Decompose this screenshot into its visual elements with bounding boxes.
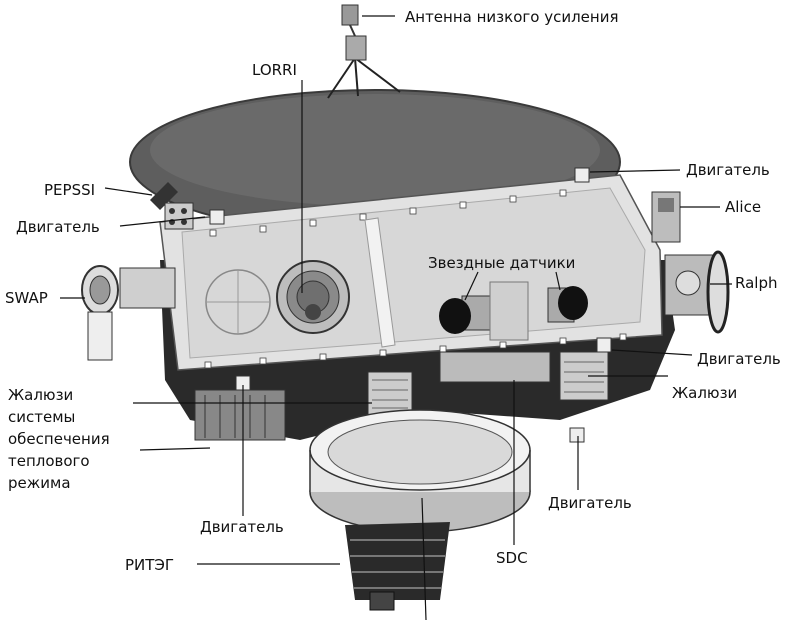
lorri-telescope bbox=[276, 260, 350, 334]
label-lorri: LORRI bbox=[252, 61, 297, 79]
label-rtg: РИТЭГ bbox=[125, 556, 174, 574]
label-swap: SWAP bbox=[5, 289, 48, 307]
leader-lines bbox=[60, 15, 732, 621]
thrusters bbox=[209, 167, 612, 443]
rtg-adapter-ring bbox=[309, 409, 531, 533]
label-sdc: SDC bbox=[496, 549, 528, 567]
thermal-louvers-center bbox=[367, 371, 413, 417]
label-louvers-left-5: режима bbox=[8, 474, 71, 492]
label-louvers-right: Жалюзи bbox=[672, 384, 737, 402]
label-louvers-left-2: системы bbox=[8, 408, 75, 426]
star-sensor-left bbox=[439, 295, 491, 334]
label-engine-bottom-left: Двигатель bbox=[200, 518, 284, 536]
label-louvers-left-4: теплового bbox=[8, 452, 90, 470]
sdc-panel bbox=[439, 351, 551, 383]
label-louvers-left-1: Жалюзи bbox=[8, 386, 73, 404]
star-sensor-right bbox=[547, 286, 588, 323]
labels: Антенна низкого усиления LORRI PEPSSI Дв… bbox=[5, 8, 781, 574]
label-ralph: Ralph bbox=[735, 274, 777, 292]
label-engine-bottom-right: Двигатель bbox=[548, 494, 632, 512]
label-engine-top-right: Двигатель bbox=[686, 161, 770, 179]
alice-instrument bbox=[651, 191, 681, 243]
label-engine-mid-right: Двигатель bbox=[697, 350, 781, 368]
swap-instrument bbox=[81, 265, 176, 361]
label-louvers-left-3: обеспечения bbox=[8, 430, 110, 448]
ralph-instrument bbox=[664, 250, 730, 334]
rtg bbox=[345, 522, 450, 611]
label-alice: Alice bbox=[725, 198, 761, 216]
spacecraft-illustration bbox=[81, 4, 730, 611]
label-engine-top-left: Двигатель bbox=[16, 218, 100, 236]
label-pepssi: PEPSSI bbox=[44, 181, 95, 199]
low-gain-antenna bbox=[327, 4, 401, 99]
pepssi-instrument bbox=[150, 182, 194, 230]
thermal-louvers-left bbox=[194, 389, 286, 441]
label-antenna: Антенна низкого усиления bbox=[405, 8, 618, 26]
label-star-sensors: Звездные датчики bbox=[428, 254, 575, 272]
